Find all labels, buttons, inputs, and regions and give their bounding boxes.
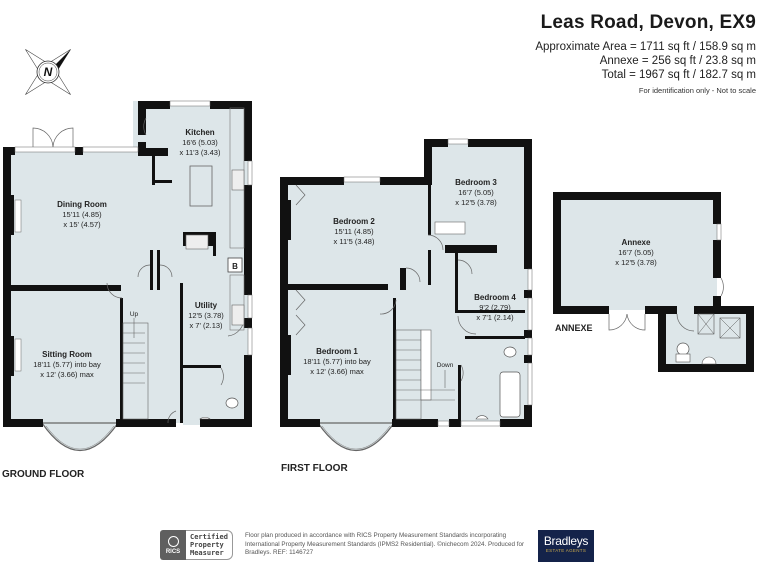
svg-text:Bedroom 1: Bedroom 1	[316, 347, 358, 356]
ground-floor-label: GROUND FLOOR	[2, 469, 85, 480]
approx-area: Approximate Area = 1711 sq ft / 158.9 sq…	[535, 41, 756, 53]
annexe-label: ANNEXE	[555, 323, 593, 333]
svg-text:x 12'5 (3.78): x 12'5 (3.78)	[455, 198, 497, 207]
rics-badge: RICS Certified Property Measurer	[160, 530, 240, 560]
room-bedroom-2: Bedroom 2 15'11 (4.85) x 11'5 (3.48)	[333, 217, 375, 246]
plan-footer: RICS Certified Property Measurer Floor p…	[160, 530, 600, 564]
stairs-down-label: Down	[437, 362, 454, 369]
svg-text:Bedroom 4: Bedroom 4	[474, 293, 516, 302]
svg-text:N: N	[44, 65, 53, 79]
svg-text:18'11 (5.77) into bay: 18'11 (5.77) into bay	[33, 360, 101, 369]
svg-text:x 7'1 (2.14): x 7'1 (2.14)	[476, 313, 514, 322]
room-bedroom-4: Bedroom 4 9'2 (2.79) x 7'1 (2.14)	[474, 293, 516, 322]
svg-text:15'11 (4.85): 15'11 (4.85)	[62, 210, 102, 219]
stairs-up	[122, 318, 149, 420]
first-floor-label: FIRST FLOOR	[281, 463, 348, 474]
room-annexe: Annexe 16'7 (5.05) x 12'5 (3.78)	[615, 238, 657, 267]
room-bedroom-3: Bedroom 3 16'7 (5.05) x 12'5 (3.78)	[455, 178, 497, 207]
svg-text:x 12' (3.66) max: x 12' (3.66) max	[40, 370, 94, 379]
annexe-floor	[553, 192, 754, 372]
boiler-label: B	[232, 262, 238, 271]
rics-logo-icon: RICS	[160, 530, 186, 560]
disclaimer: For identification only - Not to scale	[638, 86, 756, 95]
svg-text:Dining Room: Dining Room	[57, 200, 107, 209]
property-title: Leas Road, Devon, EX9	[540, 12, 756, 33]
room-utility: Utility 12'5 (3.78) x 7' (2.13)	[188, 301, 224, 330]
room-kitchen: Kitchen 16'6 (5.03) x 11'3 (3.43)	[180, 128, 221, 157]
svg-text:Bedroom 3: Bedroom 3	[455, 178, 497, 187]
room-bedroom-1: Bedroom 1 18'11 (5.77) into bay x 12' (3…	[303, 347, 371, 376]
svg-text:Annexe: Annexe	[622, 238, 651, 247]
svg-text:12'5 (3.78): 12'5 (3.78)	[188, 311, 224, 320]
total-area: Total = 1967 sq ft / 182.7 sq m	[601, 69, 756, 81]
room-sitting: Sitting Room 18'11 (5.77) into bay x 12'…	[33, 350, 101, 379]
svg-text:x 12'5 (3.78): x 12'5 (3.78)	[615, 258, 657, 267]
room-dining: Dining Room 15'11 (4.85) x 15' (4.57)	[57, 200, 107, 229]
svg-text:x 7' (2.13): x 7' (2.13)	[189, 321, 223, 330]
svg-text:16'7 (5.05): 16'7 (5.05)	[458, 188, 494, 197]
svg-text:x 15' (4.57): x 15' (4.57)	[63, 220, 101, 229]
svg-text:15'11 (4.85): 15'11 (4.85)	[334, 227, 374, 236]
plan-header: Leas Road, Devon, EX9 Approximate Area =…	[535, 12, 756, 95]
svg-text:x 11'5 (3.48): x 11'5 (3.48)	[334, 237, 375, 246]
north-compass-icon: N	[25, 49, 71, 95]
svg-text:18'11 (5.77) into bay: 18'11 (5.77) into bay	[303, 357, 371, 366]
rics-note: Floor plan produced in accordance with R…	[245, 532, 525, 556]
annexe-area: Annexe = 256 sq ft / 23.8 sq m	[599, 55, 756, 67]
svg-text:Bedroom 2: Bedroom 2	[333, 217, 375, 226]
svg-text:x 12' (3.66) max: x 12' (3.66) max	[310, 367, 364, 376]
svg-text:16'7 (5.05): 16'7 (5.05)	[618, 248, 654, 257]
svg-text:16'6 (5.03): 16'6 (5.03)	[182, 138, 218, 147]
svg-text:9'2 (2.79): 9'2 (2.79)	[479, 303, 511, 312]
certified-measurer-text: Certified Property Measurer	[186, 530, 233, 560]
stairs-down	[395, 329, 455, 420]
svg-text:x 11'3 (3.43): x 11'3 (3.43)	[180, 148, 221, 157]
stairs-up-label: Up	[130, 311, 139, 318]
svg-text:Kitchen: Kitchen	[185, 128, 214, 137]
svg-text:Utility: Utility	[195, 301, 218, 310]
first-floor: Down	[280, 138, 533, 451]
svg-text:Sitting Room: Sitting Room	[42, 350, 92, 359]
bradleys-logo: Bradleys ESTATE AGENTS	[538, 530, 594, 562]
ground-floor: B Up	[3, 100, 253, 451]
